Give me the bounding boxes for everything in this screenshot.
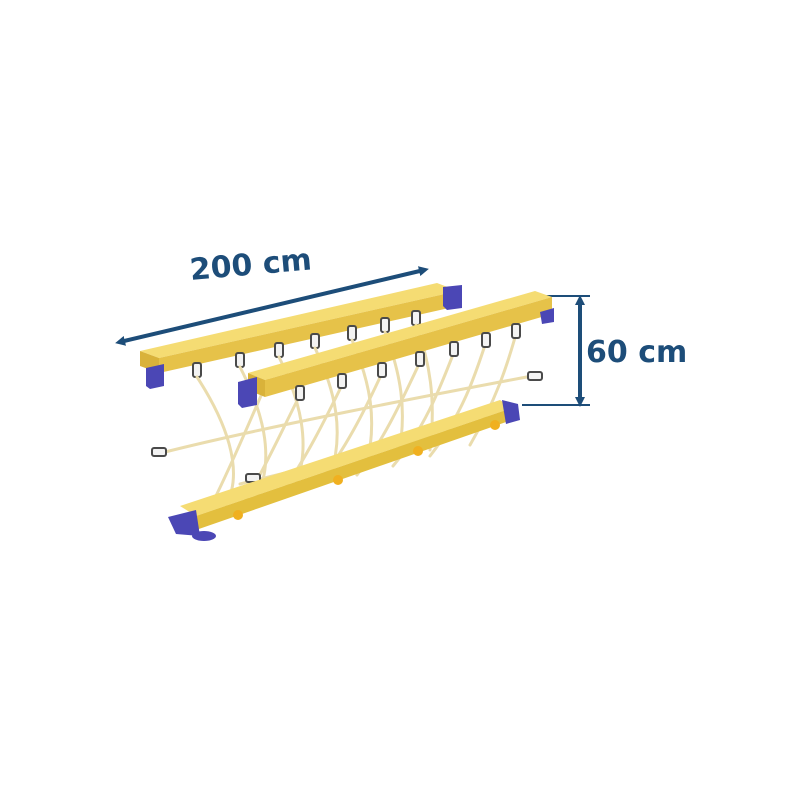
front-rail-left-bracket xyxy=(238,377,257,408)
height-dimension-label: 60 cm xyxy=(586,335,688,370)
back-rail xyxy=(140,283,462,389)
back-rail-left-bracket xyxy=(146,364,164,389)
base-board xyxy=(168,400,520,541)
base-left-bracket xyxy=(168,510,200,536)
back-rail-right-bracket xyxy=(443,285,462,310)
front-rail-right-bracket xyxy=(540,308,554,324)
front-rail-springs xyxy=(295,323,521,401)
side-springs xyxy=(151,371,543,483)
base-right-bracket xyxy=(502,400,520,424)
length-dimension-arrow xyxy=(115,266,429,346)
front-rail xyxy=(238,291,554,408)
